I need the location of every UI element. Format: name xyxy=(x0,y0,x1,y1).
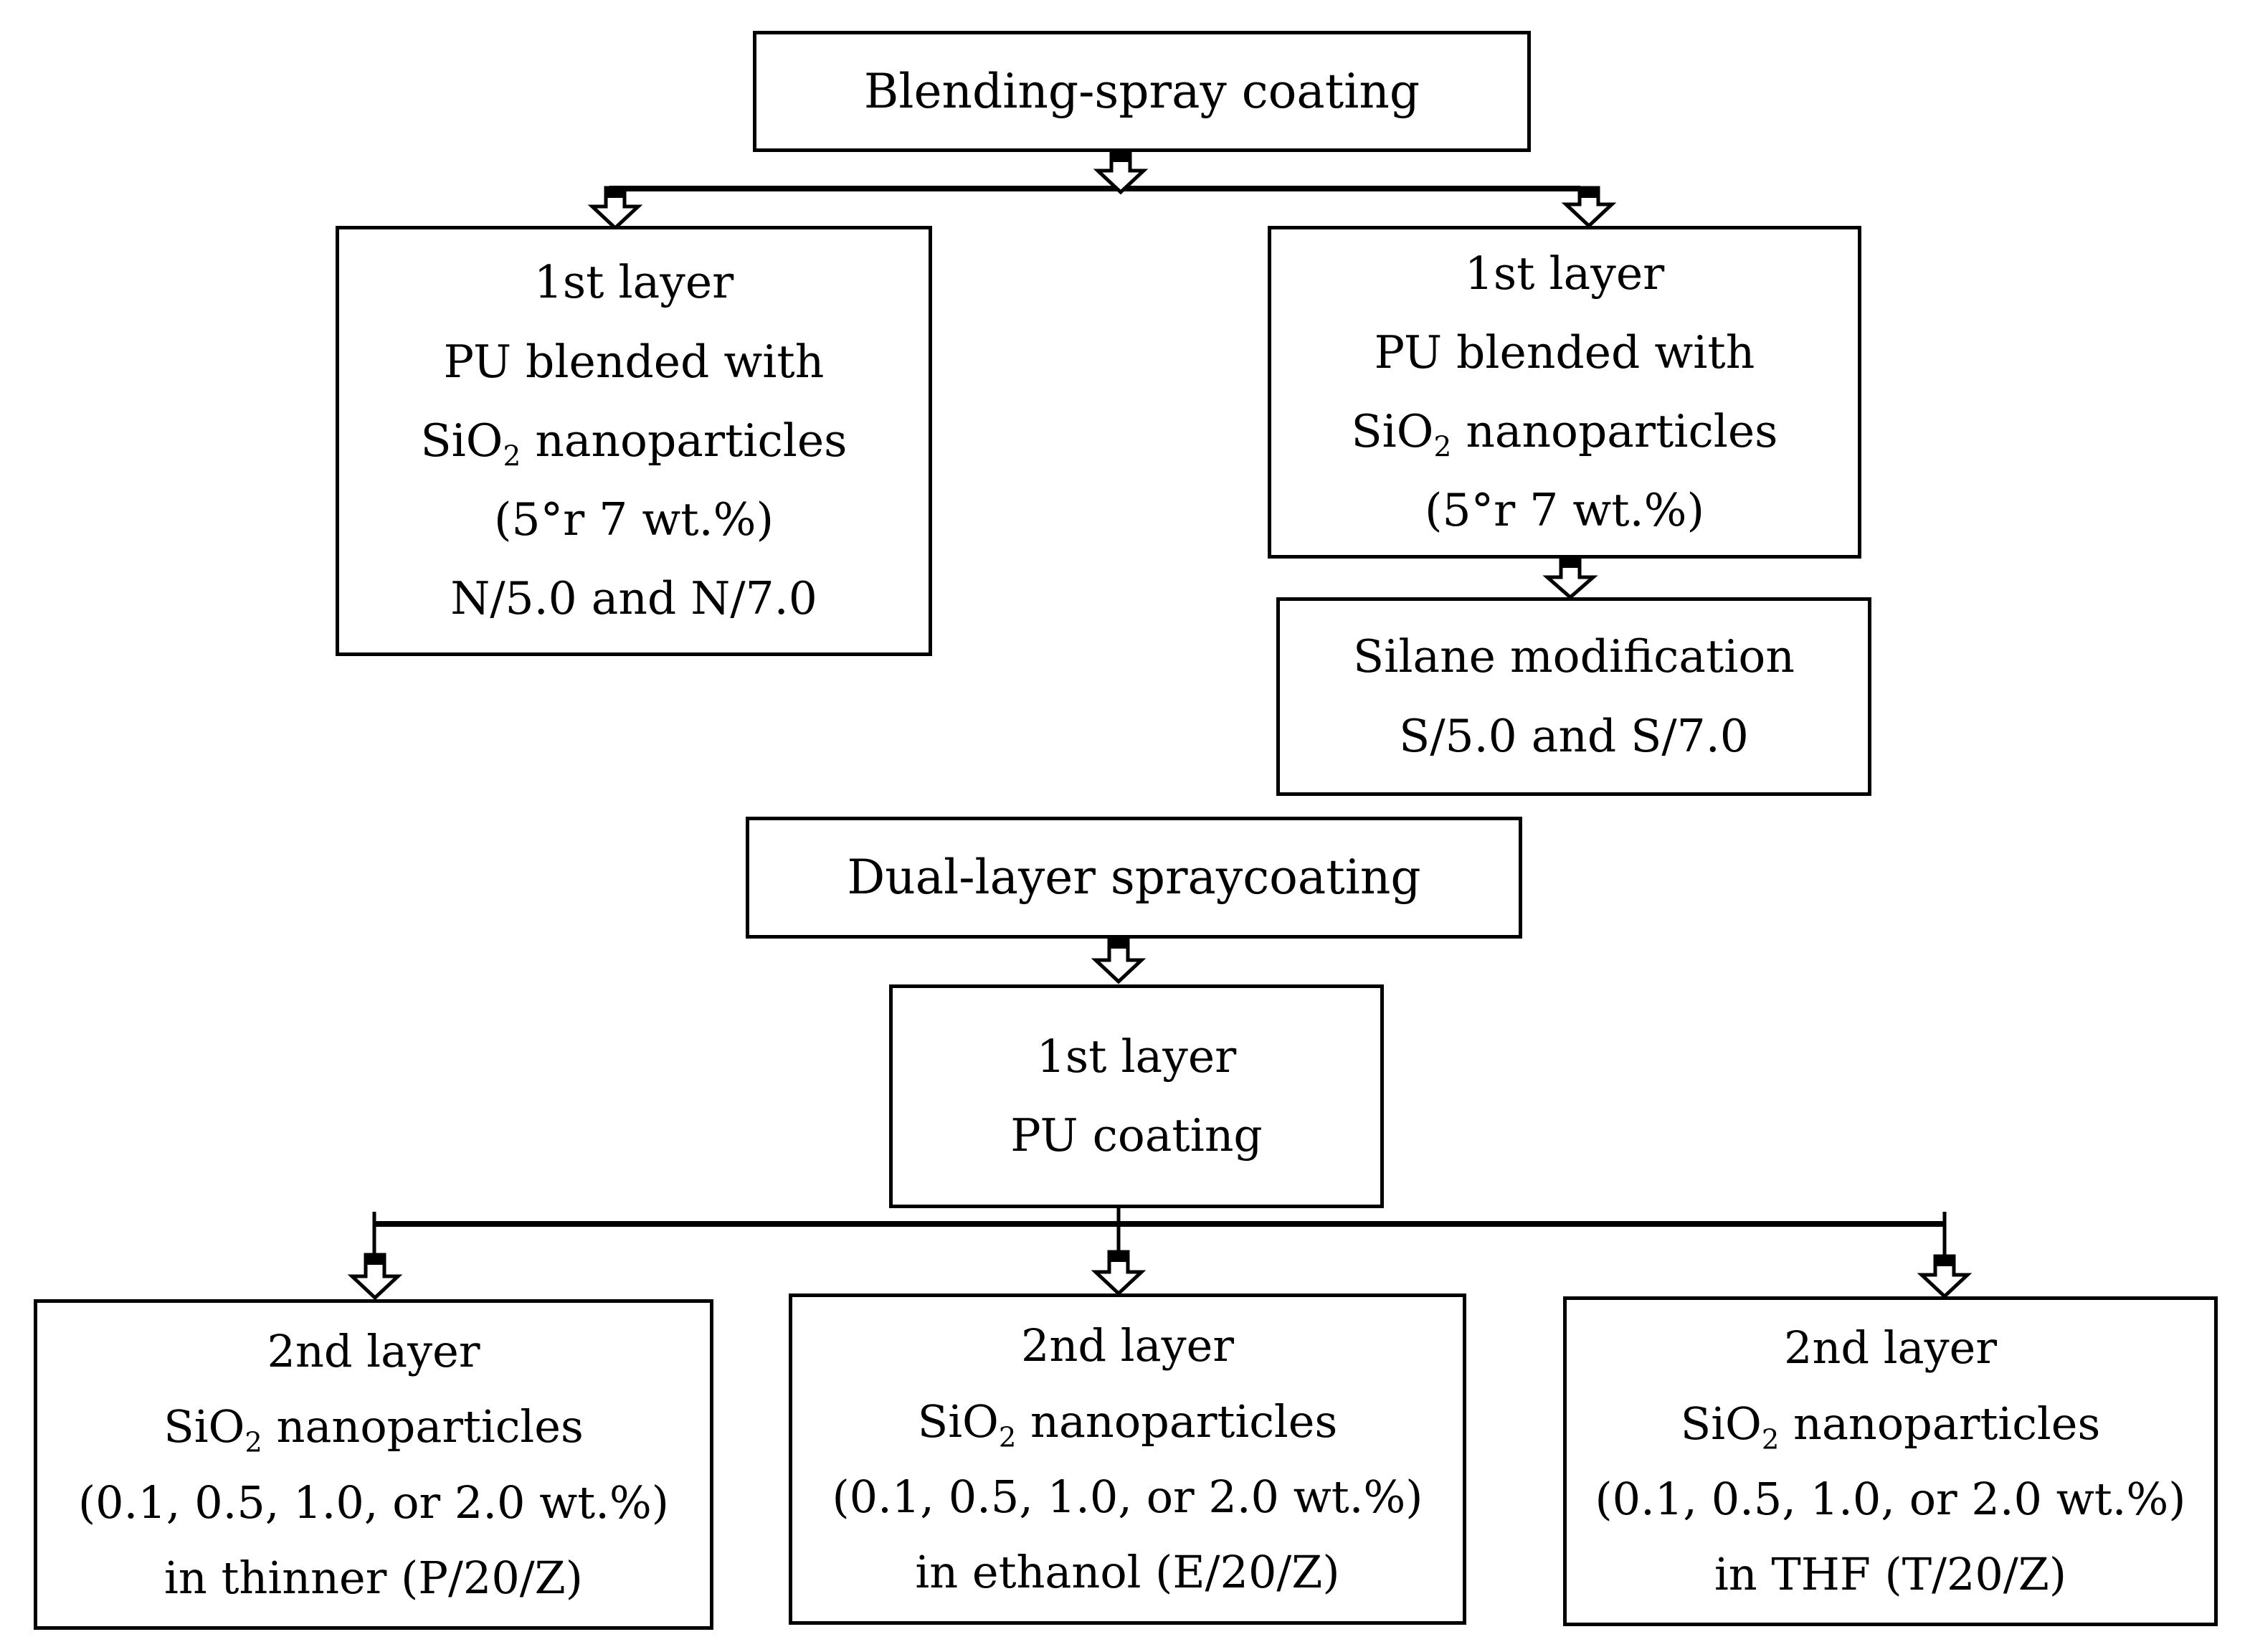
node-line: in ethanol (E/20/Z) xyxy=(915,1546,1340,1599)
node-second-layer-thf: 2nd layer SiO2 nanoparticles (0.1, 0.5, … xyxy=(1563,1296,2218,1626)
node-line: (0.1, 0.5, 1.0, or 2.0 wt.%) xyxy=(832,1471,1423,1523)
text-run: SiO xyxy=(917,1395,999,1448)
node-line: 1st layer xyxy=(1464,247,1665,300)
down-arrow-to-left-first-layer xyxy=(587,186,643,231)
text-run: SiO xyxy=(1351,405,1434,457)
text-run: SiO xyxy=(163,1400,245,1453)
text-run: SiO xyxy=(420,414,503,467)
subscript-2: 2 xyxy=(1761,1423,1780,1456)
node-line: (0.1, 0.5, 1.0, or 2.0 wt.%) xyxy=(1595,1473,2186,1525)
node-line: (5°r 7 wt.%) xyxy=(1424,484,1705,537)
node-second-layer-thinner: 2nd layer SiO2 nanoparticles (0.1, 0.5, … xyxy=(34,1299,713,1630)
node-line: Dual-layer spraycoating xyxy=(847,850,1421,906)
subscript-2: 2 xyxy=(1433,431,1452,464)
node-line: 1st layer xyxy=(533,256,734,309)
node-line: SiO2 nanoparticles xyxy=(163,1389,584,1464)
node-line: PU coating xyxy=(1010,1109,1263,1162)
node-line: 2nd layer xyxy=(1021,1319,1234,1372)
text-run: nanoparticles xyxy=(1451,405,1778,457)
node-dual-layer-spraycoating: Dual-layer spraycoating xyxy=(746,817,1522,939)
down-arrow-to-thinner xyxy=(347,1253,403,1301)
down-arrow-to-pu-coating xyxy=(1091,936,1147,984)
node-line: (5°r 7 wt.%) xyxy=(493,493,774,546)
node-line: (0.1, 0.5, 1.0, or 2.0 wt.%) xyxy=(77,1476,669,1529)
down-arrow-to-right-first-layer xyxy=(1561,186,1617,229)
node-first-layer-blended-left: 1st layer PU blended with SiO2 nanoparti… xyxy=(336,226,932,656)
node-second-layer-ethanol: 2nd layer SiO2 nanoparticles (0.1, 0.5, … xyxy=(789,1293,1466,1625)
text-run: nanoparticles xyxy=(1016,1395,1338,1448)
node-line: Silane modification xyxy=(1353,630,1795,683)
node-line: in THF (T/20/Z) xyxy=(1714,1548,2067,1601)
down-arrow-to-silane xyxy=(1542,556,1598,600)
text-run: SiO xyxy=(1680,1397,1762,1450)
node-line: SiO2 nanoparticles xyxy=(918,1384,1338,1459)
text-run: nanoparticles xyxy=(521,414,848,467)
node-first-layer-blended-right: 1st layer PU blended with SiO2 nanoparti… xyxy=(1268,226,1861,559)
node-blending-spray-coating: Blending-spray coating xyxy=(753,31,1531,152)
node-line: SiO2 nanoparticles xyxy=(1352,392,1778,471)
down-arrow-top-center xyxy=(1093,150,1149,195)
node-line: 2nd layer xyxy=(267,1324,480,1377)
node-pu-coating: 1st layer PU coating xyxy=(889,984,1384,1208)
node-silane-modification: Silane modification S/5.0 and S/7.0 xyxy=(1276,597,1871,796)
node-line: SiO2 nanoparticles xyxy=(1681,1386,2101,1461)
text-run: nanoparticles xyxy=(262,1400,584,1453)
down-arrow-to-ethanol xyxy=(1091,1250,1147,1296)
node-line: PU blended with xyxy=(443,335,825,388)
subscript-2: 2 xyxy=(245,1426,262,1459)
subscript-2: 2 xyxy=(998,1421,1017,1453)
node-line: Blending-spray coating xyxy=(863,63,1420,119)
node-line: S/5.0 and S/7.0 xyxy=(1399,709,1749,762)
down-arrow-to-thf xyxy=(1917,1254,1973,1299)
node-line: 2nd layer xyxy=(1784,1321,1997,1375)
node-line: PU blended with xyxy=(1374,326,1755,379)
node-line: 1st layer xyxy=(1036,1030,1237,1083)
text-run: nanoparticles xyxy=(1779,1397,2101,1450)
node-line: SiO2 nanoparticles xyxy=(421,402,848,480)
node-line: N/5.0 and N/7.0 xyxy=(450,572,817,625)
node-line: in thinner (P/20/Z) xyxy=(164,1551,583,1604)
subscript-2: 2 xyxy=(503,440,521,473)
